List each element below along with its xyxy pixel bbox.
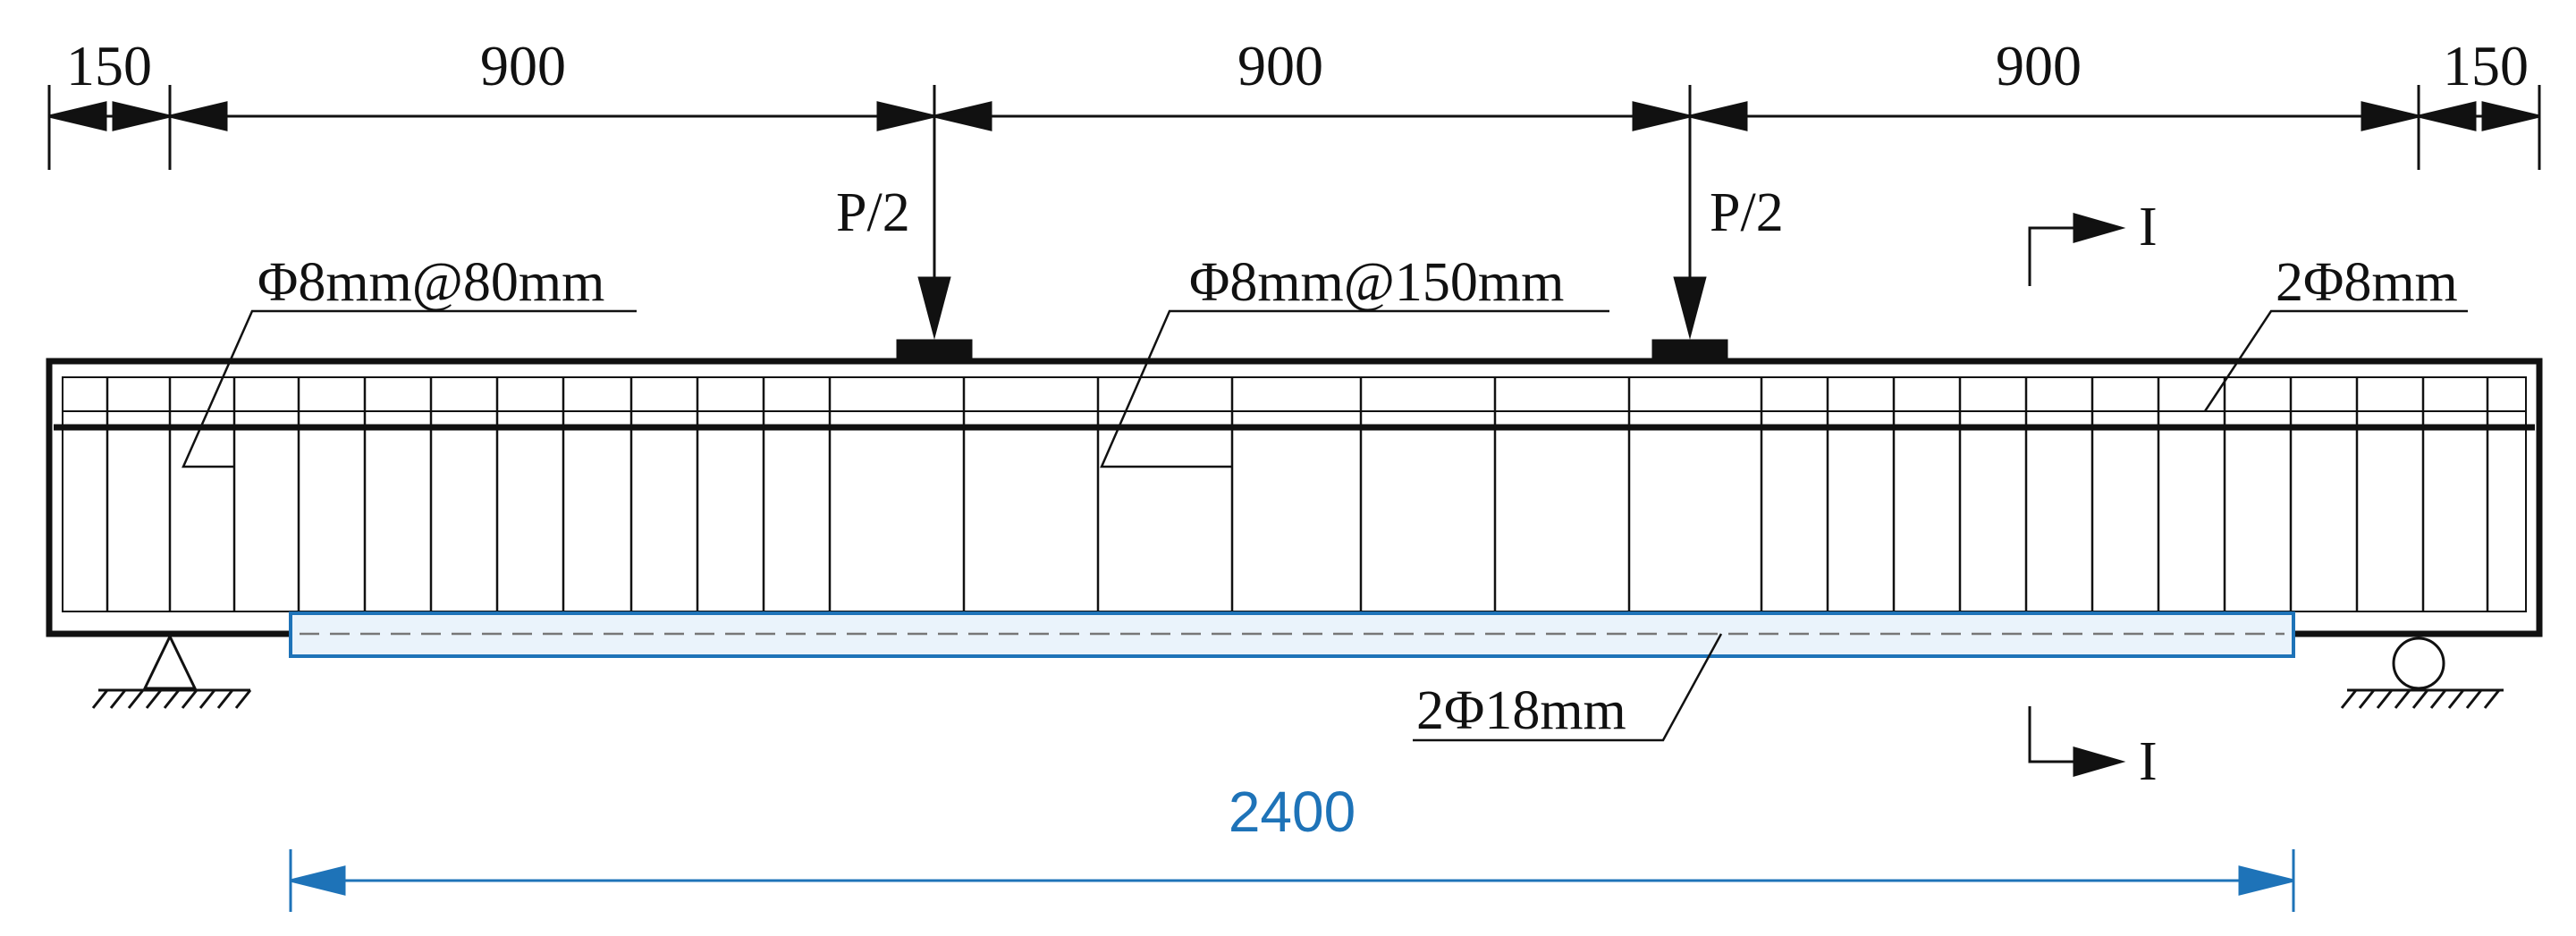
section-mark-top — [2028, 213, 2126, 286]
arrow-150-right-a — [2418, 101, 2477, 131]
section-mark-bottom-line — [2028, 706, 2079, 763]
dim-label-900-1: 900 — [480, 34, 566, 97]
arrow-900b-l — [933, 101, 992, 131]
hatch — [181, 689, 198, 709]
hatch — [127, 689, 145, 709]
hatch — [2447, 689, 2465, 709]
hatch — [216, 689, 234, 709]
dim-label-2400: 2400 — [1229, 780, 1356, 844]
label-stirrups-dense: Φ8mm@80mm — [258, 252, 604, 313]
dim-label-900-3: 900 — [1996, 34, 2082, 97]
arrow-900c-r — [2361, 101, 2420, 131]
load-arrow-right-head — [1673, 276, 1707, 340]
blue-arrow-right — [2238, 865, 2294, 896]
arrow-150-left-b — [112, 101, 171, 131]
load-arrow-left-head — [917, 276, 951, 340]
hatch — [2483, 689, 2501, 709]
arrow-900b-r — [1632, 101, 1691, 131]
leader-stirrups-dense — [182, 309, 637, 468]
dim-label-900-2: 900 — [1237, 34, 1323, 97]
hatch — [198, 689, 216, 709]
blue-arrow-left — [290, 865, 346, 896]
hatch — [145, 689, 163, 709]
bottom-strip — [289, 611, 2295, 658]
hatch — [2394, 689, 2411, 709]
hatch — [109, 689, 127, 709]
arrow-150-left-a — [48, 101, 107, 131]
section-mark-bottom — [2028, 706, 2126, 777]
leader-bottom-bars — [1413, 633, 1723, 742]
section-label-top: I — [2139, 197, 2158, 257]
hatch — [2465, 689, 2483, 709]
top-dimension-chain — [47, 85, 2541, 170]
beam-outline — [46, 358, 2543, 637]
arrow-900a-l — [169, 101, 228, 131]
leader-top-bars — [2203, 309, 2468, 412]
support-pin-left — [91, 633, 252, 709]
arrow-900a-r — [876, 101, 935, 131]
dim-label-150-left: 150 — [66, 34, 152, 97]
label-top-bars: 2Φ8mm — [2276, 252, 2458, 313]
hatch — [91, 689, 109, 709]
hatch — [2376, 689, 2394, 709]
roller-circle — [2392, 637, 2445, 690]
leader-line — [2203, 309, 2468, 412]
leader-stirrups-sparse — [1100, 309, 1609, 468]
beam — [46, 358, 2543, 637]
hatch — [234, 689, 252, 709]
leader-line — [182, 309, 637, 468]
hatch — [2340, 689, 2358, 709]
arrow-900c-l — [1689, 101, 1748, 131]
bottom-dimension — [289, 849, 2295, 912]
section-label-bottom: I — [2139, 731, 2158, 792]
leader-line — [1100, 309, 1609, 468]
leader-line — [1413, 633, 1723, 742]
section-mark-top-arrow — [2073, 213, 2126, 243]
section-mark-top-line — [2028, 226, 2079, 286]
pin-triangle — [142, 633, 198, 690]
dim-label-150-right: 150 — [2443, 34, 2529, 97]
support-roller-right — [2340, 637, 2504, 709]
section-mark-bottom-arrow — [2073, 746, 2126, 777]
label-bottom-bars: 2Φ18mm — [1416, 680, 1626, 741]
load-label-left: P/2 — [836, 182, 910, 243]
load-label-right: P/2 — [1710, 182, 1784, 243]
stirrups — [106, 377, 2489, 611]
arrow-150-right-b — [2481, 101, 2540, 131]
hatch — [2411, 689, 2429, 709]
hatch — [163, 689, 181, 709]
hatch — [2358, 689, 2376, 709]
label-stirrups-sparse: Φ8mm@150mm — [1189, 252, 1564, 313]
hatch — [2429, 689, 2447, 709]
